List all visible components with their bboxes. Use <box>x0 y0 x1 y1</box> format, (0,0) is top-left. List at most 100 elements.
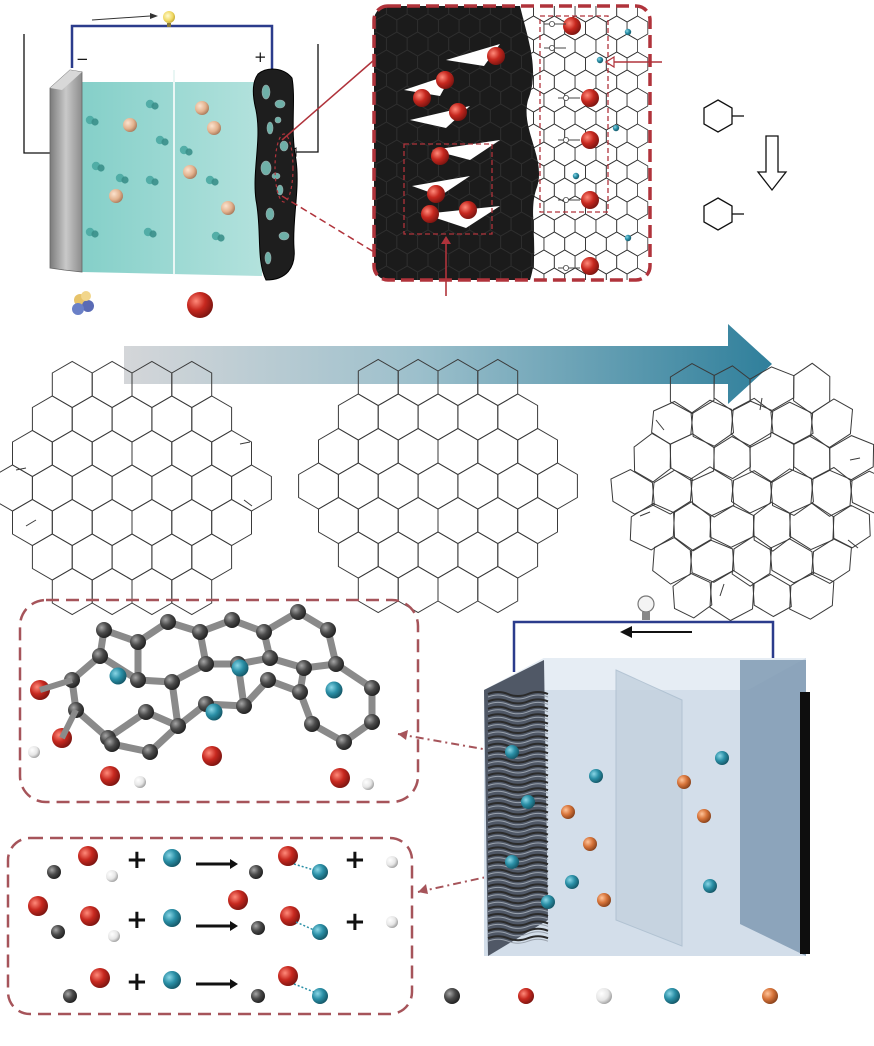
anion <box>677 775 691 789</box>
sheet-layer-highlight <box>487 864 549 870</box>
edge-group <box>25 519 37 527</box>
carbon-atom <box>130 634 146 650</box>
hexagon <box>171 498 213 547</box>
hexagon <box>171 429 213 478</box>
oxygen-atom <box>581 89 599 107</box>
carbon-atom <box>290 604 306 620</box>
hexagon <box>517 427 558 476</box>
hexagon <box>437 265 460 280</box>
hexagon <box>457 462 499 510</box>
bond-atom <box>563 95 570 102</box>
hydrogen-atom <box>386 856 398 868</box>
sheet-layer-highlight <box>487 894 549 900</box>
hexagon <box>151 464 193 512</box>
sheet-layer-highlight <box>487 783 549 789</box>
edge-group <box>849 457 861 461</box>
legend-hydrogen <box>596 988 612 1004</box>
cation <box>91 118 99 126</box>
cation <box>612 124 620 132</box>
sheet-layer <box>487 794 549 801</box>
sheet-layer <box>487 728 549 734</box>
pore <box>264 251 272 265</box>
hydrogen-atom <box>28 746 40 758</box>
current-arrow-icon <box>150 13 158 19</box>
sheet-layer <box>487 779 549 786</box>
carbon-atom <box>328 656 344 672</box>
plus-sign: + <box>126 905 148 935</box>
hexagon <box>191 533 233 581</box>
cation <box>211 178 219 186</box>
hexagon <box>477 427 519 476</box>
oxygen-atom <box>278 966 298 986</box>
sheet-layer-highlight <box>487 849 549 855</box>
carbon-atom <box>336 734 352 750</box>
sheet-layer-highlight <box>487 931 549 937</box>
bulb-icon-bottom <box>637 595 655 613</box>
carbon-atom <box>96 622 112 638</box>
hexagon <box>749 431 795 484</box>
sheet-layer <box>487 713 549 720</box>
carbon-atom <box>364 680 380 696</box>
cyclohexyl-icon <box>703 99 744 133</box>
hexagon <box>417 531 459 579</box>
peach-ion <box>195 101 209 115</box>
legend-cation <box>664 988 680 1004</box>
hexagon <box>111 395 153 443</box>
cation <box>217 234 225 242</box>
cation <box>572 172 580 180</box>
hexagon <box>337 393 379 441</box>
atom-legend <box>444 988 778 1004</box>
cation <box>231 659 249 677</box>
sheet-layer-highlight <box>487 775 549 781</box>
left-bracket <box>23 34 55 154</box>
current-arrow-icon-bottom <box>620 626 632 638</box>
cation <box>205 703 223 721</box>
pore <box>276 184 284 196</box>
sheet-layer <box>487 802 549 808</box>
oxygen-atom <box>581 131 599 149</box>
sheet-layer <box>487 720 549 727</box>
hexagon <box>111 464 153 512</box>
current-arrow-line <box>91 15 151 21</box>
oxygen-ion-legend <box>187 292 213 318</box>
edge-group <box>239 441 251 445</box>
hexagon <box>629 502 676 551</box>
hexagon <box>437 496 479 545</box>
cation <box>624 28 632 36</box>
anion <box>583 837 597 851</box>
cyclohexyl-icon-2 <box>703 197 744 231</box>
hexagon <box>769 468 814 516</box>
hexagon <box>458 265 481 280</box>
hexagon <box>417 393 459 441</box>
oxygen-atom <box>563 17 581 35</box>
hexagon <box>377 393 419 441</box>
carbon-atom <box>164 674 180 690</box>
hexagon <box>730 397 774 449</box>
hexagon <box>709 569 755 622</box>
sheet-layer <box>487 861 549 868</box>
oxygen-atom <box>228 890 248 910</box>
hexagon <box>397 427 439 476</box>
peach-ion <box>123 118 137 132</box>
graphene-sheet-1 <box>0 360 272 616</box>
zoom-panel <box>372 4 662 296</box>
oxygen-atom <box>78 846 98 866</box>
cation <box>715 751 729 765</box>
sheet-layer <box>487 846 549 853</box>
sheet-layer-highlight <box>487 761 549 767</box>
zoom-connector-bottom <box>281 195 375 253</box>
legend-oxygen <box>518 988 534 1004</box>
pore <box>279 140 289 152</box>
sheet-layer-highlight <box>487 835 549 841</box>
hexagon <box>537 462 578 510</box>
cation <box>312 924 328 940</box>
oxygen-atom <box>413 89 431 107</box>
electrode-pores <box>260 84 290 265</box>
sheet-layer <box>487 816 549 823</box>
legend-carbon <box>444 988 460 1004</box>
sheet-layer <box>487 765 549 771</box>
edge-group <box>655 419 665 431</box>
left-electrode <box>484 660 548 956</box>
bond-atom <box>563 196 570 203</box>
top-cell-ions <box>85 99 235 242</box>
